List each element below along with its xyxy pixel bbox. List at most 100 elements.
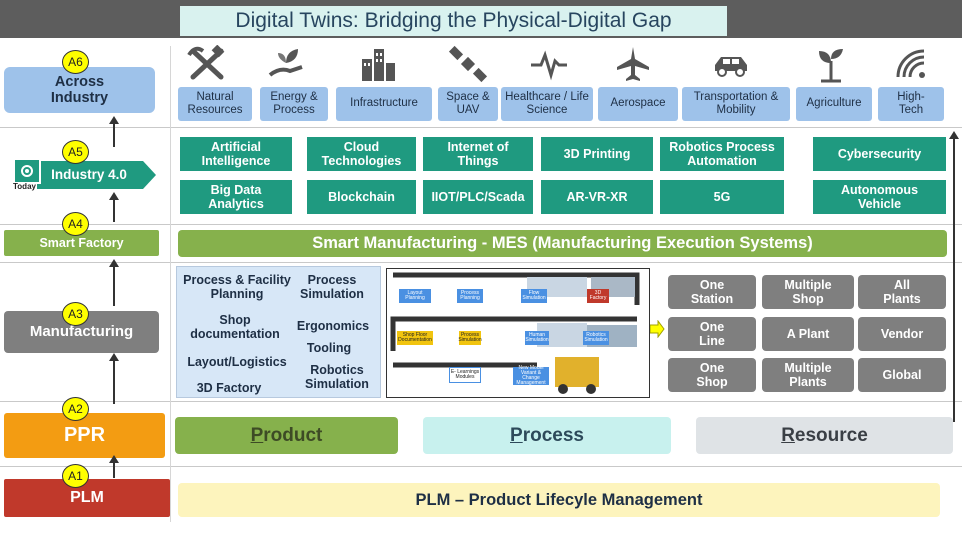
badge-a1: A1 xyxy=(62,464,89,488)
scope-vendor: Vendor xyxy=(858,317,946,351)
flow-step: Layout Planning xyxy=(399,289,431,303)
industry-natural-resources: Natural Resources xyxy=(178,87,252,121)
industry-infrastructure: Infrastructure xyxy=(336,87,432,121)
plant-hand-icon xyxy=(264,44,308,84)
flow-step: Shop Floor Documentation xyxy=(397,331,433,345)
scope-all-plants: All Plants xyxy=(858,275,946,309)
mining-tools-icon xyxy=(185,44,229,84)
ppr-product-rest: roduct xyxy=(263,424,323,446)
scope-global: Global xyxy=(858,358,946,392)
badge-a3: A3 xyxy=(62,302,89,326)
gear-icon xyxy=(13,158,41,184)
badge-a2: A2 xyxy=(62,397,89,421)
ppr-process-rest: rocess xyxy=(522,424,584,446)
tech-cloud: Cloud Technologies xyxy=(307,137,416,171)
arrow-right-icon xyxy=(649,319,665,339)
tech-big-data: Big Data Analytics xyxy=(180,180,292,214)
mes-bar: Smart Manufacturing - MES (Manufacturing… xyxy=(178,230,947,257)
level-label: Across Industry xyxy=(50,73,109,106)
flow-step: Process Simulation xyxy=(458,331,482,345)
industry-space-uav: Space & UAV xyxy=(438,87,498,121)
tech-iiot: IIOT/PLC/Scada xyxy=(423,180,533,214)
flow-step: Process Planning xyxy=(457,289,483,303)
up-arrow xyxy=(109,353,119,404)
level-plm: PLM xyxy=(4,479,170,517)
sprout-icon xyxy=(809,44,853,84)
ppr-product-initial: P xyxy=(250,424,264,446)
row-separator xyxy=(0,224,962,225)
mfg-process-planning: Process & Facility Planning xyxy=(183,273,291,302)
flow-step: Robotics Simulation xyxy=(583,331,609,345)
column-separator xyxy=(170,46,171,522)
tech-blockchain: Blockchain xyxy=(307,180,416,214)
ppr-resource-rest: esource xyxy=(794,424,868,446)
tech-ai: Artificial Intelligence xyxy=(180,137,292,171)
up-arrow xyxy=(109,259,119,306)
car-icon xyxy=(709,44,753,84)
ppr-resource-initial: R xyxy=(781,424,795,446)
workflow-diagram: Layout Planning Process Planning Flow Si… xyxy=(386,268,650,398)
tech-iot: Internet of Things xyxy=(423,137,533,171)
row-separator xyxy=(0,127,962,128)
tech-cybersecurity: Cybersecurity xyxy=(813,137,946,171)
manufacturing-panel: Process & Facility Planning Process Simu… xyxy=(176,266,381,398)
row-separator xyxy=(0,401,962,402)
satellite-icon xyxy=(446,44,490,84)
flow-step: New Model Variant & Change Management xyxy=(513,366,549,386)
level-label: PPR xyxy=(63,424,106,447)
level-across-industry: Across Industry xyxy=(4,67,155,113)
up-arrow xyxy=(109,455,119,478)
airplane-icon xyxy=(611,44,655,84)
level-label: Smart Factory xyxy=(39,236,124,250)
industry-aerospace: Aerospace xyxy=(598,87,678,121)
scope-a-plant: A Plant xyxy=(762,317,854,351)
wifi-icon xyxy=(890,44,934,84)
flow-step: Flow Simulation xyxy=(521,289,547,303)
buildings-icon xyxy=(356,44,400,84)
industry-transportation: Transportation & Mobility xyxy=(682,87,790,121)
up-arrow xyxy=(109,116,119,147)
flow-step: E- Learnings Modules xyxy=(449,367,481,383)
scope-one-line: One Line xyxy=(668,317,756,351)
scope-multiple-plants: Multiple Plants xyxy=(762,358,854,392)
tech-autonomous-vehicle: Autonomous Vehicle xyxy=(813,180,946,214)
industry-high-tech: High-Tech xyxy=(878,87,944,121)
level-label: Manufacturing xyxy=(29,322,134,340)
level-label: Industry 4.0 xyxy=(51,167,127,183)
level-ppr: PPR xyxy=(4,413,165,458)
heartbeat-icon xyxy=(527,44,571,84)
industry-arrowhead xyxy=(143,161,156,189)
row-separator xyxy=(0,466,962,467)
row-separator xyxy=(0,262,962,263)
mfg-robotics-simulation: Robotics Simulation xyxy=(305,363,369,392)
flow-step: 3D Factory xyxy=(587,289,609,303)
mfg-3d-factory: 3D Factory xyxy=(196,381,262,395)
today-label: Today xyxy=(12,182,37,191)
mfg-tooling: Tooling xyxy=(306,341,352,355)
industry-agriculture: Agriculture xyxy=(796,87,872,121)
mfg-process-simulation: Process Simulation xyxy=(300,273,364,302)
industry-healthcare: Healthcare / Life Science xyxy=(501,87,593,121)
tech-ar-vr-xr: AR-VR-XR xyxy=(541,180,653,214)
page-title: Digital Twins: Bridging the Physical-Dig… xyxy=(180,6,727,36)
scope-one-shop: One Shop xyxy=(668,358,756,392)
ppr-process-initial: P xyxy=(510,424,523,446)
industry-energy-process: Energy & Process xyxy=(260,87,328,121)
plm-bar: PLM – Product Lifecyle Management xyxy=(178,483,940,517)
up-arrow xyxy=(109,192,119,222)
progress-arrow xyxy=(949,131,959,422)
mfg-shop-documentation: Shop documentation xyxy=(190,313,280,342)
flow-step: Human Simulation xyxy=(525,331,549,345)
level-label: PLM xyxy=(70,489,104,507)
badge-a4: A4 xyxy=(62,212,89,236)
mfg-layout-logistics: Layout/Logistics xyxy=(187,355,287,369)
tech-3d-printing: 3D Printing xyxy=(541,137,653,171)
mfg-ergonomics: Ergonomics xyxy=(296,319,370,333)
scope-one-station: One Station xyxy=(668,275,756,309)
badge-a5: A5 xyxy=(62,140,89,164)
tech-rpa: Robotics Process Automation xyxy=(660,137,784,171)
tech-5g: 5G xyxy=(660,180,784,214)
scope-multiple-shop: Multiple Shop xyxy=(762,275,854,309)
